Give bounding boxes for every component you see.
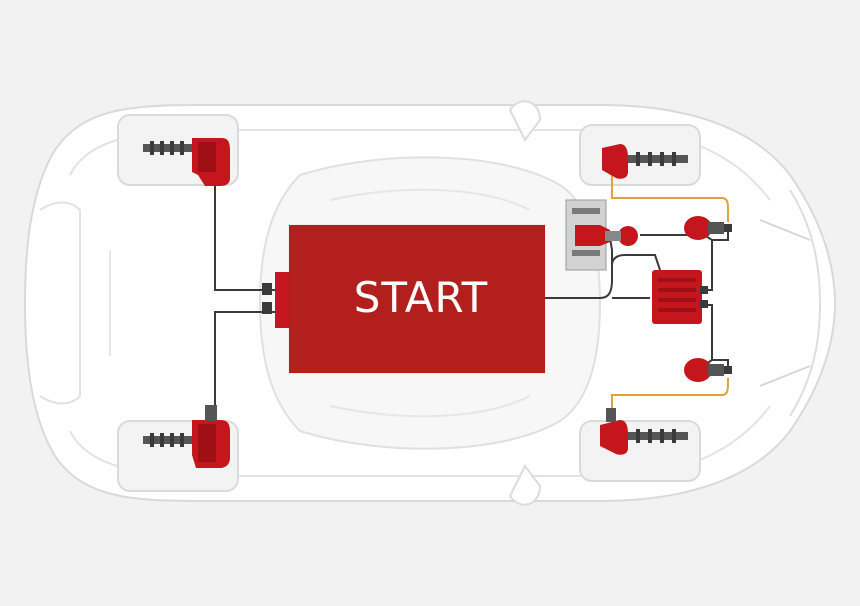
brake-caliper-icon: [143, 138, 230, 186]
pump-icon: [684, 216, 732, 240]
brake-caliper-icon: [600, 408, 688, 455]
brake-caliper-icon: [143, 405, 230, 468]
connector-block: [262, 272, 289, 328]
control-module-icon: [652, 270, 708, 324]
start-button-label: START: [353, 272, 489, 322]
pump-icon: [684, 358, 732, 382]
brake-caliper-icon: [602, 144, 688, 179]
master-cylinder: [565, 199, 638, 271]
start-button[interactable]: START: [289, 225, 545, 373]
hydraulic-lines: [611, 165, 729, 440]
